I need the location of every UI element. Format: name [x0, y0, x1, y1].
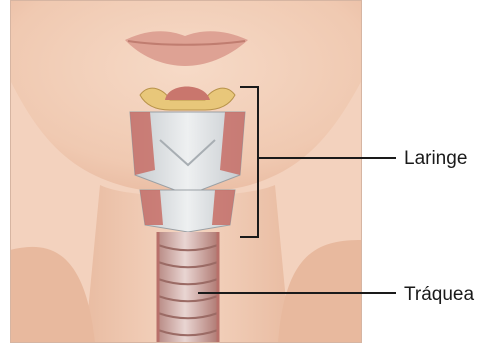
- label-trachea: Tráquea: [404, 285, 474, 304]
- label-larynx: Laringe: [404, 149, 467, 168]
